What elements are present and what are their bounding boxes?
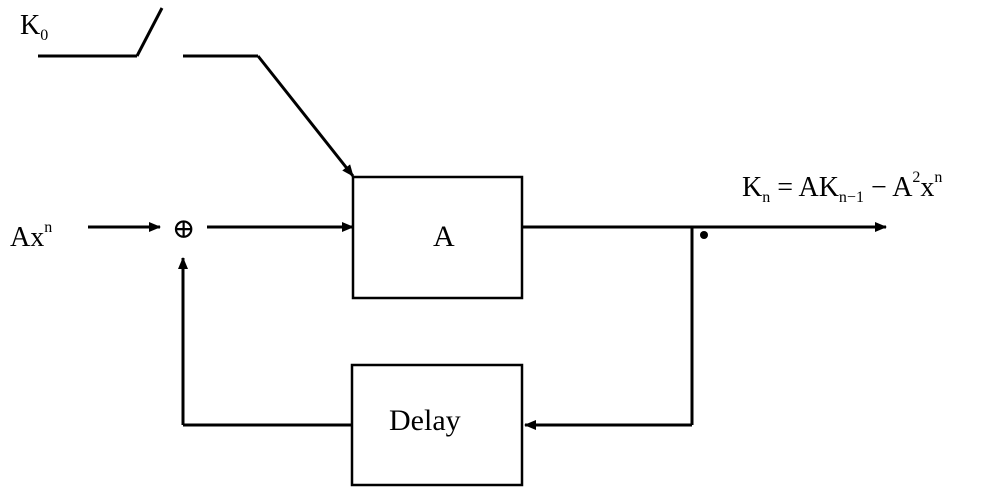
- output-k: K: [742, 172, 763, 203]
- output-x: x: [920, 172, 935, 203]
- input-main: Ax: [10, 222, 45, 253]
- output-k-subscript: n: [762, 189, 771, 206]
- input-superscript: n: [44, 219, 53, 236]
- k0-label: K0: [20, 12, 48, 44]
- summer-symbol: ⊕: [172, 214, 196, 245]
- k0-main: K: [20, 10, 41, 41]
- delay-label: Delay: [389, 404, 461, 437]
- output-x-superscript: n: [934, 169, 943, 186]
- junction-dot: [700, 231, 708, 239]
- switch-to-block-arrow: [256, 55, 355, 177]
- output-eq: = AK: [777, 172, 839, 203]
- output-equation: Kn = AKn−1 − A2xn: [742, 170, 942, 206]
- block-a: [351, 175, 524, 300]
- output-a-superscript: 2: [912, 169, 921, 186]
- input-label: Axn: [10, 220, 52, 252]
- switch-blade: [135, 7, 164, 57]
- output-k2-subscript: n−1: [838, 189, 864, 206]
- output-minus-a: − A: [870, 172, 913, 203]
- k0-subscript: 0: [40, 27, 49, 44]
- block-a-label: A: [433, 220, 455, 253]
